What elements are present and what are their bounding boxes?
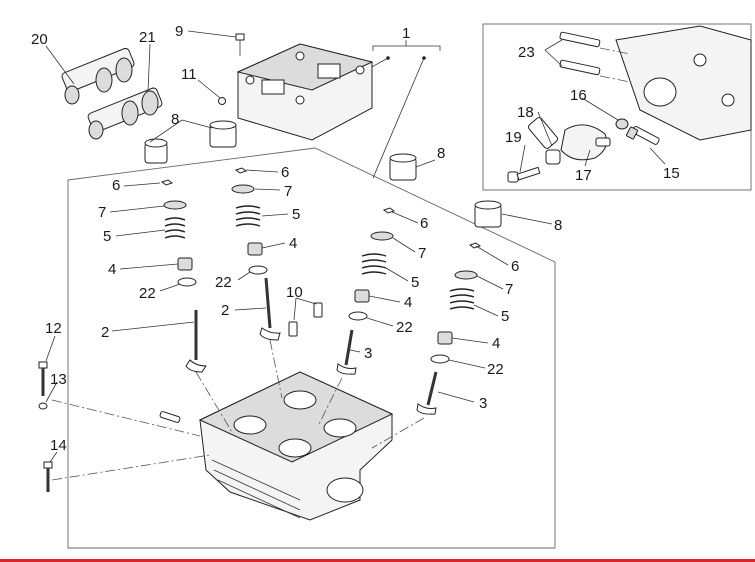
bolt-14 <box>43 461 53 492</box>
callout-10: 10 <box>286 284 303 301</box>
callout-23: 23 <box>518 44 535 61</box>
callout-8-a: 8 <box>171 111 179 128</box>
inset-head-fragment <box>615 25 752 141</box>
studs-23 <box>559 31 601 76</box>
callout-7-b: 7 <box>284 183 292 200</box>
callout-1: 1 <box>402 25 410 42</box>
callout-17: 17 <box>575 167 592 184</box>
callout-15: 15 <box>663 165 680 182</box>
callout-9: 9 <box>175 23 183 40</box>
callout-22-b: 22 <box>215 274 232 291</box>
callout-19: 19 <box>505 129 522 146</box>
callout-7-c: 7 <box>418 245 426 262</box>
callout-11: 11 <box>181 66 197 83</box>
callout-22-d: 22 <box>487 361 504 378</box>
callout-8-c: 8 <box>554 217 562 234</box>
valve-train-left <box>160 179 207 373</box>
bottom-accent-bar <box>0 559 755 562</box>
cylinder-head-group-frame <box>67 147 556 549</box>
cylinder-head <box>159 371 394 521</box>
callout-4-d: 4 <box>492 335 500 352</box>
tappet-bucket-b <box>209 120 237 148</box>
callout-3-a: 3 <box>364 345 372 362</box>
callout-4-b: 4 <box>289 235 297 252</box>
head-bolt-12 <box>38 361 48 396</box>
callout-7-a: 7 <box>98 204 106 221</box>
callout-2-b: 2 <box>221 302 229 319</box>
thermostat-housing-17 <box>527 117 611 161</box>
valve-train-center-left <box>231 167 281 341</box>
group-bracket <box>372 45 441 51</box>
callout-6-a: 6 <box>112 177 120 194</box>
callout-12: 12 <box>45 320 62 337</box>
valve-guides <box>288 302 323 337</box>
dowel-pin-11 <box>218 97 226 105</box>
callout-5-a: 5 <box>103 228 111 245</box>
callout-16: 16 <box>570 87 587 104</box>
tappet-bucket-d <box>474 200 502 228</box>
callout-4-c: 4 <box>404 294 412 311</box>
callout-21: 21 <box>139 29 156 46</box>
callout-6-b: 6 <box>281 164 289 181</box>
callout-6-c: 6 <box>420 215 428 232</box>
sensor-15 <box>625 125 660 145</box>
callout-22-c: 22 <box>396 319 413 336</box>
washer-13 <box>38 402 48 410</box>
callout-7-d: 7 <box>505 281 513 298</box>
callout-14: 14 <box>50 437 67 454</box>
callout-2-a: 2 <box>101 324 109 341</box>
bolt-9 <box>235 33 245 56</box>
callout-18: 18 <box>517 104 534 121</box>
callout-6-d: 6 <box>511 258 519 275</box>
callout-4-a: 4 <box>108 261 116 278</box>
callout-20: 20 <box>31 31 48 48</box>
bolt-19 <box>507 166 541 183</box>
tappet-bucket-c <box>389 153 417 181</box>
callout-labels: 1 9 11 20 21 8 8 8 6 6 6 6 7 7 7 7 5 5 5… <box>31 23 680 454</box>
callout-5-d: 5 <box>501 308 509 325</box>
callout-22-a: 22 <box>139 285 156 302</box>
camshaft-exhaust <box>87 87 163 140</box>
bushing-18 <box>545 149 561 165</box>
plug-16 <box>615 118 629 130</box>
callout-3-b: 3 <box>479 395 487 412</box>
cam-carrier <box>236 43 374 141</box>
callout-8-b: 8 <box>437 145 445 162</box>
callout-5-c: 5 <box>411 274 419 291</box>
camshaft-intake <box>61 47 135 105</box>
tappet-bucket-a <box>144 138 168 164</box>
valve-train-right <box>416 242 482 415</box>
callout-5-b: 5 <box>292 206 300 223</box>
callout-13: 13 <box>50 371 67 388</box>
